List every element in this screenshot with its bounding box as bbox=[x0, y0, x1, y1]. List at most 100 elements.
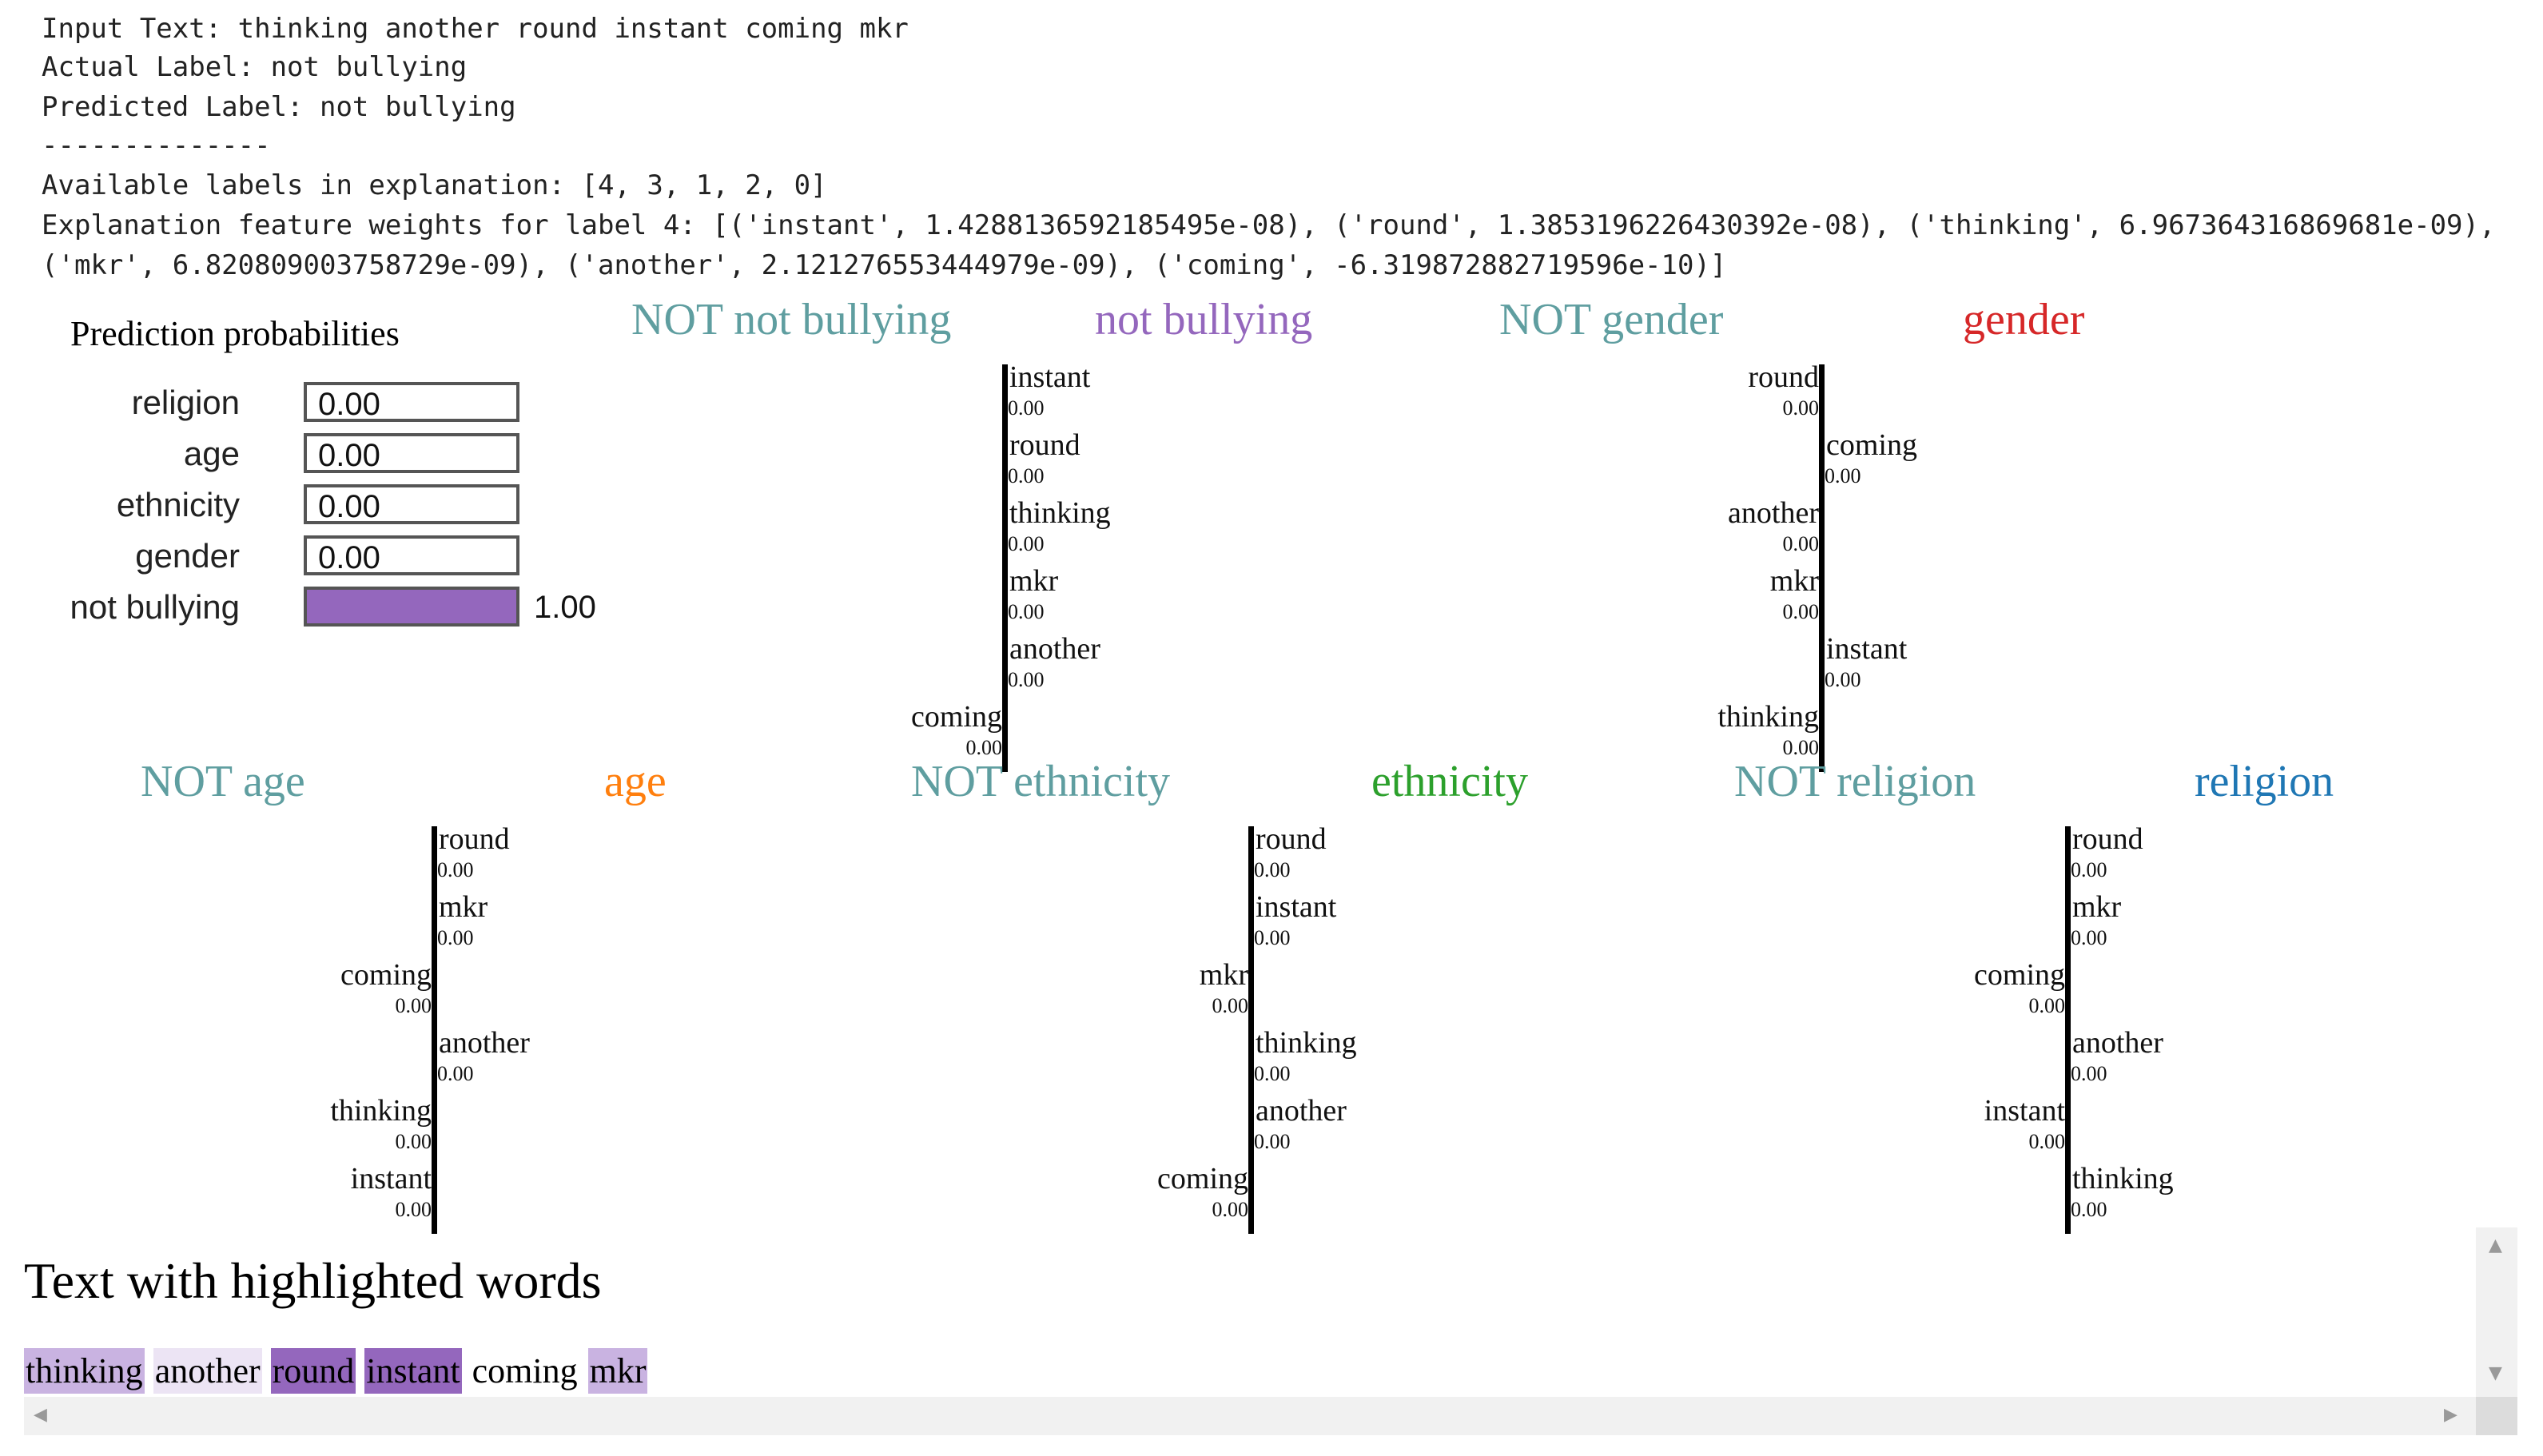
prob-row-age: age 0.00 bbox=[0, 433, 639, 475]
weights-line-1: Explanation feature weights for label 4:… bbox=[42, 209, 2496, 241]
feature-word: coming bbox=[911, 700, 1002, 734]
weights-line-2: ('mkr', 6.820809003758729e-09), ('anothe… bbox=[42, 249, 1727, 281]
prob-value: 0.00 bbox=[318, 489, 380, 524]
feature-word: thinking bbox=[1009, 496, 1111, 530]
feature-word: round bbox=[1256, 822, 1327, 856]
feature-value: 0.00 bbox=[395, 1198, 432, 1221]
panel-title-ethnicity: ethnicity bbox=[1371, 757, 1528, 806]
feature-value: 0.00 bbox=[2071, 1198, 2107, 1221]
feature-value: 0.00 bbox=[2028, 994, 2066, 1017]
feature-word: another bbox=[2072, 1026, 2163, 1060]
feature-word: instant bbox=[1256, 890, 1337, 924]
prob-bar: 0.00 bbox=[304, 484, 519, 524]
feature-value: 0.00 bbox=[2071, 1062, 2107, 1085]
feature-word: mkr bbox=[439, 890, 488, 924]
feature-value: 0.00 bbox=[1825, 668, 1861, 691]
panel-not-title-not-bullying: NOT not bullying bbox=[631, 295, 952, 344]
panel-title-age: age bbox=[604, 757, 667, 806]
feature-word: thinking bbox=[1717, 700, 1819, 734]
feature-word: round bbox=[1009, 428, 1080, 462]
feature-value: 0.00 bbox=[965, 736, 1003, 759]
panel-axis-not-bullying bbox=[1002, 364, 1008, 772]
feature-word: coming bbox=[340, 958, 432, 992]
highlighted-text-title: Text with highlighted words bbox=[24, 1252, 602, 1309]
panel-not-title-religion: NOT religion bbox=[1734, 757, 1976, 806]
scroll-down-arrow-icon[interactable]: ▼ bbox=[2489, 1363, 2502, 1383]
prob-bar bbox=[304, 587, 519, 627]
feature-value: 0.00 bbox=[1254, 858, 1291, 881]
feature-word: mkr bbox=[1199, 958, 1248, 992]
panel-axis-gender bbox=[1819, 364, 1825, 772]
prediction-probabilities-title: Prediction probabilities bbox=[70, 314, 400, 353]
feature-word: round bbox=[439, 822, 510, 856]
highlighted-text: thinking another round instant coming mk… bbox=[24, 1348, 648, 1394]
panel-title-religion: religion bbox=[2195, 757, 2334, 806]
scroll-left-arrow-icon[interactable]: ◀ bbox=[34, 1405, 47, 1425]
prob-label: ethnicity bbox=[116, 486, 240, 523]
feature-word: coming bbox=[1157, 1162, 1248, 1195]
feature-word: thinking bbox=[330, 1094, 432, 1128]
feature-value: 0.00 bbox=[437, 1062, 474, 1085]
feature-word: another bbox=[439, 1026, 530, 1060]
scroll-right-arrow-icon[interactable]: ▶ bbox=[2444, 1405, 2457, 1425]
highlight-token: instant bbox=[364, 1348, 462, 1394]
input-text-line: Input Text: thinking another round insta… bbox=[42, 13, 909, 45]
prob-bar-fill bbox=[307, 590, 516, 623]
feature-value: 0.00 bbox=[1782, 532, 1820, 555]
prob-bar: 0.00 bbox=[304, 382, 519, 422]
prob-label: not bullying bbox=[70, 588, 240, 626]
feature-word: coming bbox=[1974, 958, 2065, 992]
horizontal-scrollbar[interactable]: ◀ ▶ bbox=[24, 1397, 2476, 1435]
feature-word: round bbox=[1748, 360, 1819, 394]
feature-word: thinking bbox=[1256, 1026, 1357, 1060]
predicted-label-line: Predicted Label: not bullying bbox=[42, 91, 516, 123]
feature-word: another bbox=[1009, 632, 1100, 666]
feature-value: 0.00 bbox=[1782, 396, 1820, 420]
feature-value: 0.00 bbox=[1008, 600, 1045, 623]
scroll-up-arrow-icon[interactable]: ▲ bbox=[2489, 1235, 2502, 1255]
feature-value: 0.00 bbox=[1782, 736, 1820, 759]
panel-axis-ethnicity bbox=[1248, 826, 1254, 1234]
prob-bar: 0.00 bbox=[304, 433, 519, 473]
feature-word: coming bbox=[1826, 428, 1917, 462]
prob-label: age bbox=[183, 435, 240, 472]
feature-word: instant bbox=[1009, 360, 1091, 394]
feature-value: 0.00 bbox=[1782, 600, 1820, 623]
feature-value: 0.00 bbox=[1254, 1130, 1291, 1153]
highlight-token: thinking bbox=[24, 1348, 145, 1394]
prob-bar: 0.00 bbox=[304, 535, 519, 575]
feature-value: 0.00 bbox=[1825, 464, 1861, 487]
panel-axis-age bbox=[432, 826, 437, 1234]
feature-value: 0.00 bbox=[2071, 926, 2107, 949]
feature-word: round bbox=[2072, 822, 2143, 856]
highlight-token: mkr bbox=[587, 1348, 648, 1394]
feature-word: mkr bbox=[2072, 890, 2122, 924]
feature-word: instant bbox=[1984, 1094, 2065, 1128]
separator-line: -------------- bbox=[42, 129, 271, 161]
panel-axis-religion bbox=[2065, 826, 2071, 1234]
prob-row-ethnicity: ethnicity 0.00 bbox=[0, 484, 639, 526]
prob-row-not-bullying: not bullying 1.00 bbox=[0, 587, 639, 628]
prob-row-religion: religion 0.00 bbox=[0, 382, 639, 424]
feature-value: 0.00 bbox=[1254, 1062, 1291, 1085]
feature-value: 0.00 bbox=[395, 994, 432, 1017]
feature-value: 0.00 bbox=[437, 858, 474, 881]
feature-value: 0.00 bbox=[437, 926, 474, 949]
panel-not-title-age: NOT age bbox=[141, 757, 305, 806]
feature-value: 0.00 bbox=[2028, 1130, 2066, 1153]
panel-title-gender: gender bbox=[1963, 295, 2085, 344]
feature-word: another bbox=[1256, 1094, 1347, 1128]
feature-word: thinking bbox=[2072, 1162, 2174, 1195]
actual-label-line: Actual Label: not bullying bbox=[42, 51, 468, 83]
feature-value: 0.00 bbox=[1008, 668, 1045, 691]
panel-not-title-gender: NOT gender bbox=[1499, 295, 1724, 344]
prob-value: 0.00 bbox=[318, 438, 380, 473]
feature-value: 0.00 bbox=[1254, 926, 1291, 949]
feature-value: 0.00 bbox=[1212, 1198, 1249, 1221]
highlight-token: coming bbox=[470, 1348, 579, 1394]
feature-value: 0.00 bbox=[2071, 858, 2107, 881]
feature-word: another bbox=[1728, 496, 1819, 530]
feature-word: instant bbox=[350, 1162, 432, 1195]
feature-value: 0.00 bbox=[1008, 396, 1045, 420]
prob-label: gender bbox=[135, 537, 240, 575]
